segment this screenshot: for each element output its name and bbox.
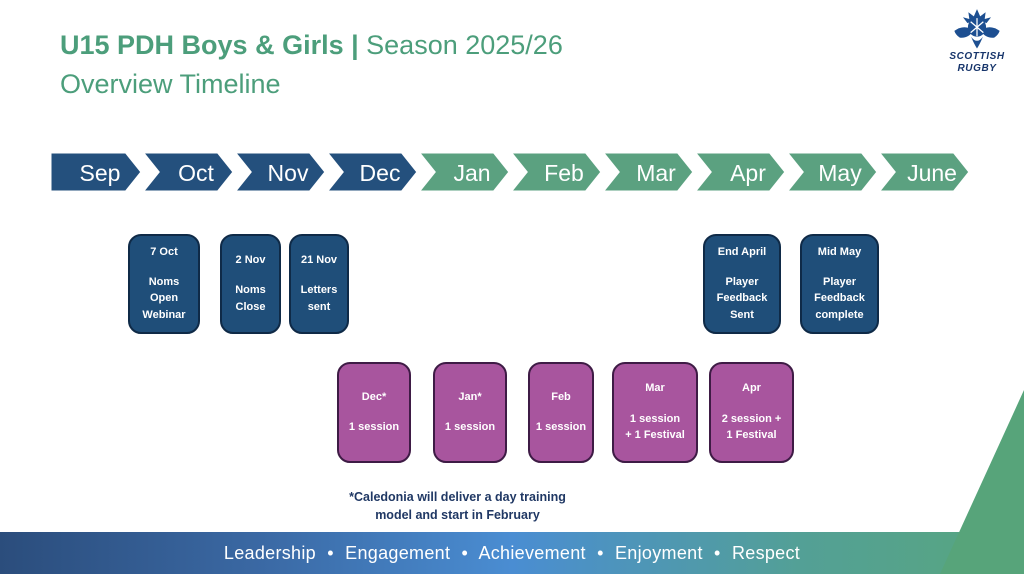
event-date: Mid May [817,245,862,258]
month-chevron [322,150,420,194]
logo-text-line1: SCOTTISH [949,51,1005,62]
month-chevron [48,150,144,194]
month-chevron [598,150,696,194]
month-label: Dec [360,160,401,186]
session-detail: 1 session [348,420,400,433]
event-date: 7 Oct [150,245,178,258]
event-description: Letters sent [300,284,338,313]
timeline-chevrons: Sep Oct Nov Dec Jan Feb Mar Apr May June [48,150,972,194]
session-month: Feb [551,390,571,403]
title-block: U15 PDH Boys & Girls | Season 2025/26 Ov… [60,26,563,104]
values-footer-text: Leadership • Engagement • Achievement • … [223,542,801,563]
event-description: Player Feedback complete [814,275,865,321]
session-detail: 1 session [535,420,587,433]
month-label: Jan [453,160,490,186]
values-footer-bar: Leadership • Engagement • Achievement • … [0,532,1024,574]
event-description: Player Feedback Sent [716,275,768,321]
session-apr: Apr 2 session + 1 Festival [709,362,794,463]
event-description: Noms Close [235,284,266,313]
month-chevron [138,150,236,194]
logo-text: SCOTTISH RUGBY [942,51,1012,74]
session-detail: 1 session + 1 Festival [625,412,685,442]
event-noms-open: 7 Oct Noms Open Webinar [128,234,200,334]
month-label: Apr [730,160,766,186]
session-month: Mar [645,382,665,395]
month-label: Oct [178,160,214,186]
session-month: Dec* [361,390,387,403]
event-feedback-complete: Mid May Player Feedback complete [800,234,879,334]
month-label: June [907,160,957,186]
session-detail: 2 session + 1 Festival [721,412,782,442]
month-chevron [230,150,328,194]
season-timeline: Sep Oct Nov Dec Jan Feb Mar Apr May June [48,150,972,199]
month-label: Mar [636,160,676,186]
month-label: Nov [268,160,309,186]
event-feedback-sent: End April Player Feedback Sent [703,234,781,334]
session-feb: Feb 1 session [528,362,594,463]
event-date: End April [717,245,767,258]
month-label: Sep [80,160,121,186]
month-chevron [414,150,512,194]
page-title: U15 PDH Boys & Girls | Season 2025/26 [60,26,563,65]
page-subtitle: Overview Timeline [60,69,281,100]
month-chevron [782,150,880,194]
scottish-rugby-logo: SCOTTISH RUGBY [942,8,1012,74]
session-month: Jan* [458,390,482,403]
logo-text-line2: RUGBY [957,62,997,74]
thistle-icon [954,9,1000,49]
event-noms-close: 2 Nov Noms Close [220,234,281,334]
session-dec: Dec* 1 session [337,362,411,463]
month-chevron [506,150,604,194]
month-label: Feb [544,160,584,186]
month-chevron [690,150,788,194]
page-title-regular: Season 2025/26 [366,30,563,60]
month-label: May [818,160,862,186]
event-description: Noms Open Webinar [142,275,186,321]
session-jan: Jan* 1 session [433,362,507,463]
session-month: Apr [742,382,761,395]
event-letters-sent: 21 Nov Letters sent [289,234,349,334]
caledonia-footnote: *Caledonia will deliver a day training m… [349,490,566,523]
event-date: 2 Nov [235,253,266,266]
session-detail: 1 session [444,420,496,433]
month-chevron [874,150,972,194]
session-mar: Mar 1 session + 1 Festival [612,362,698,463]
page-title-bold: U15 PDH Boys & Girls | [60,30,367,60]
event-date: 21 Nov [300,253,338,266]
